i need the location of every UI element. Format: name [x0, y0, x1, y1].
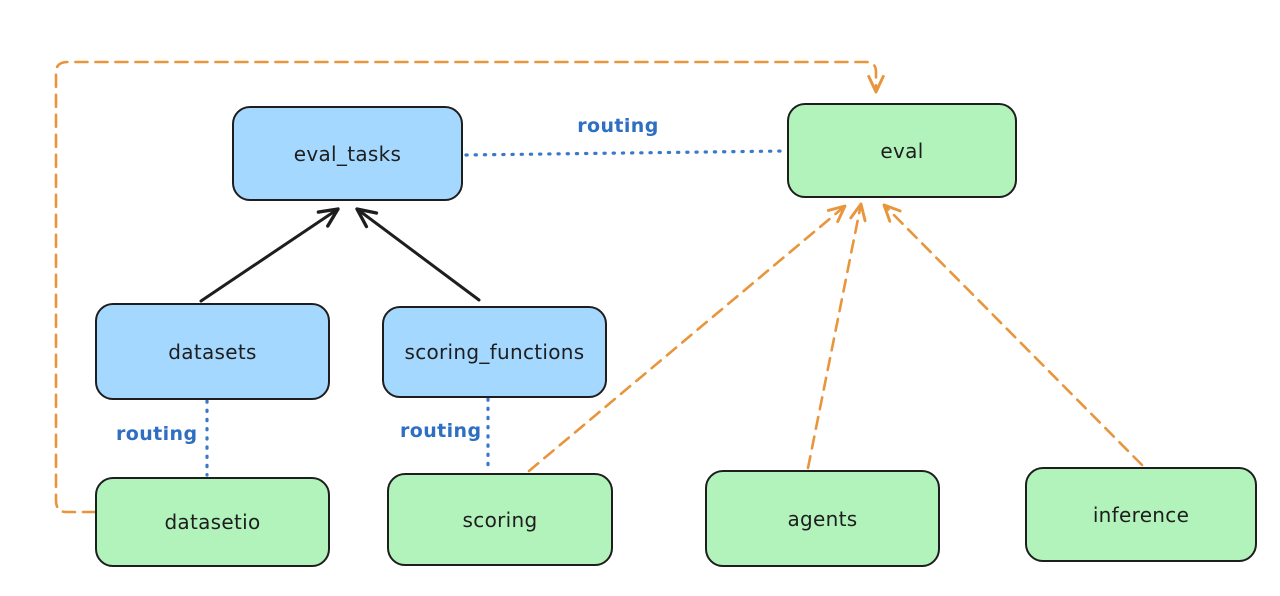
edge-inference-to-eval-dashed — [882, 203, 1144, 467]
edge-scoring-functions-to-eval-tasks — [355, 207, 481, 302]
node-agents: agents — [705, 470, 940, 567]
edge-scoring-to-eval-dashed — [527, 204, 847, 473]
node-datasetio-label: datasetio — [164, 510, 261, 534]
node-agents-label: agents — [787, 506, 858, 531]
edge-label-routing-datasets-datasetio: routing — [116, 423, 198, 445]
edge-datasetio-to-eval-dashed — [54, 60, 885, 514]
node-datasets-label: datasets — [168, 339, 257, 364]
node-eval-tasks-label: eval_tasks — [293, 141, 402, 166]
node-eval: eval — [787, 103, 1017, 198]
node-datasetio: datasetio — [95, 477, 330, 567]
node-scoring-functions-label: scoring_functions — [404, 340, 585, 364]
node-datasets: datasets — [95, 303, 330, 400]
node-scoring-functions: scoring_functions — [382, 306, 607, 398]
node-eval-tasks: eval_tasks — [232, 106, 463, 201]
edge-label-routing-eval-tasks-eval: routing — [577, 115, 659, 137]
node-scoring-label: scoring — [462, 507, 538, 532]
edge-label-routing-scoring-functions-scoring: routing — [400, 420, 482, 442]
node-inference-label: inference — [1092, 502, 1190, 527]
edge-agents-to-eval-dashed — [806, 202, 867, 470]
node-scoring: scoring — [387, 473, 613, 566]
node-inference: inference — [1025, 467, 1257, 562]
edge-datasets-to-eval-tasks — [199, 207, 340, 303]
node-eval-label: eval — [880, 138, 924, 163]
edge-eval-tasks-to-eval-dotted — [464, 149, 787, 157]
